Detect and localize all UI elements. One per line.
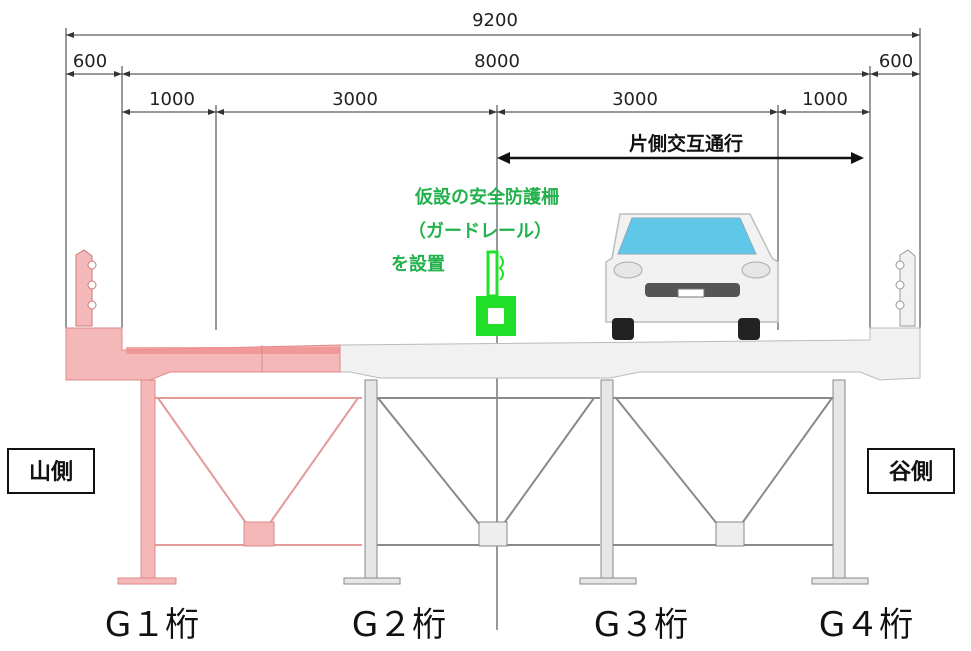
dim-left-overhang: 600 xyxy=(73,51,107,72)
guardrail-note-line3: を設置 xyxy=(391,253,445,275)
dim-right-lane: 3000 xyxy=(612,89,658,110)
dim-right-shoulder: 1000 xyxy=(802,89,848,110)
car-illustration xyxy=(605,213,779,340)
girder-label-g3: G３桁 xyxy=(594,605,688,645)
guardrail-note-line2: （ガードレール） xyxy=(408,221,552,242)
traffic-label: 片側交互通行 xyxy=(629,132,743,155)
guardrail-note-line1: 仮設の安全防護柵 xyxy=(414,186,559,208)
dim-total: 9200 xyxy=(472,10,518,31)
dimension-ticks xyxy=(66,32,920,115)
left-railing xyxy=(75,249,97,327)
dim-right-overhang: 600 xyxy=(879,51,913,72)
traffic-arrow xyxy=(497,152,864,164)
dim-left-shoulder: 1000 xyxy=(149,89,195,110)
left-side-box xyxy=(7,448,95,494)
right-side-box xyxy=(867,448,955,494)
left-side-label: 山側 xyxy=(29,460,73,485)
dim-roadway: 8000 xyxy=(474,51,520,72)
right-railing xyxy=(895,249,916,327)
girder-label-g2: G２桁 xyxy=(352,605,446,645)
dim-left-lane: 3000 xyxy=(332,89,378,110)
girder-label-g4: G４桁 xyxy=(819,605,913,645)
temporary-guardrail xyxy=(476,250,516,336)
right-side-label: 谷側 xyxy=(889,460,933,485)
girder-webs xyxy=(117,379,869,585)
deck-slab xyxy=(65,327,921,381)
girder-label-g1: G１桁 xyxy=(105,605,199,645)
